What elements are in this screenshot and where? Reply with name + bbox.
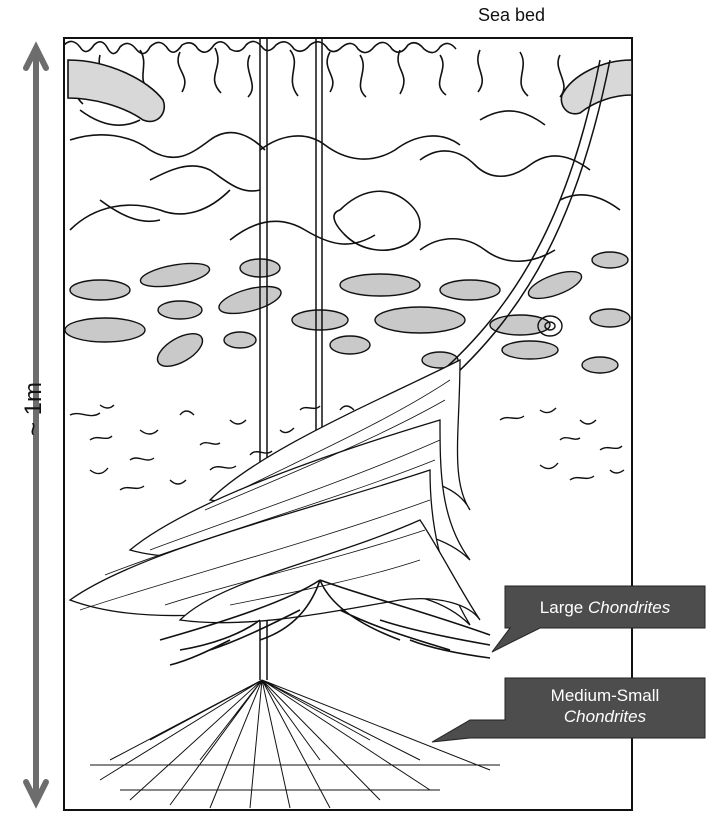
- large-chondrites-label: Large Chondrites: [505, 597, 705, 618]
- medium-chondrites-label: Medium-Small Chondrites: [505, 685, 705, 727]
